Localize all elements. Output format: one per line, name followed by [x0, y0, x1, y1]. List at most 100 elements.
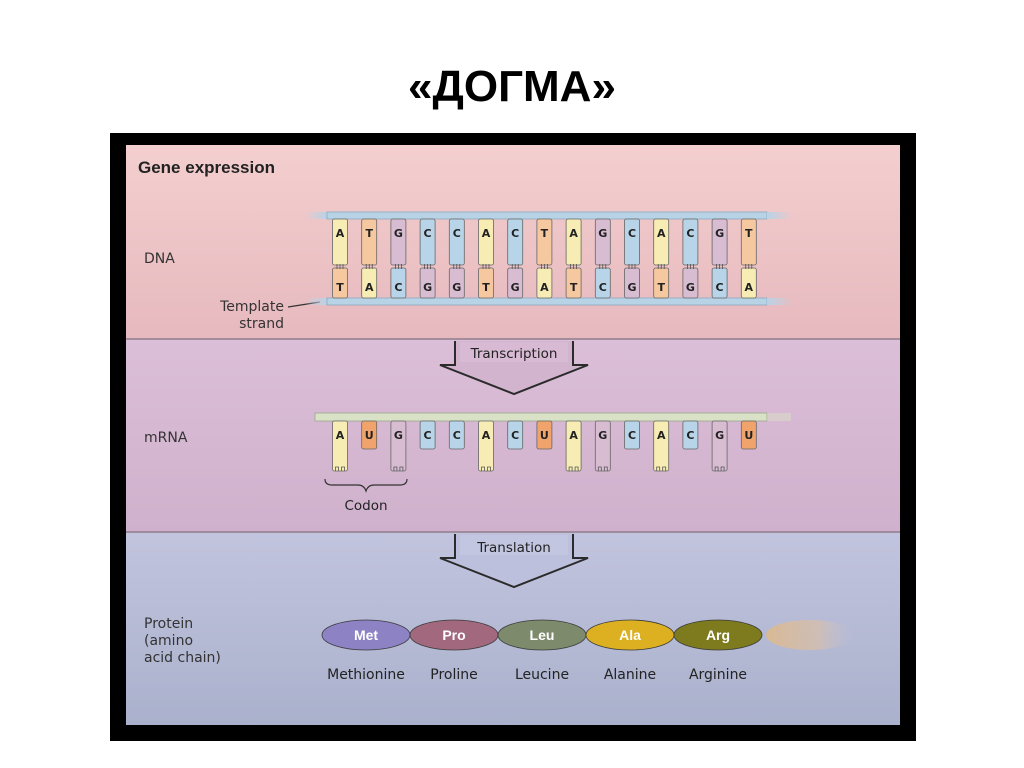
dna-coding-letter: T	[541, 227, 549, 240]
dna-coding-letter: C	[511, 227, 519, 240]
mrna-base-shape	[419, 420, 436, 450]
amino-acid-name: Arginine	[689, 667, 747, 683]
mrna-base-shape	[653, 420, 670, 472]
dna-coding-base	[594, 218, 611, 266]
mrna-base: A	[565, 420, 582, 472]
dna-template-letter: G	[511, 281, 520, 294]
dna-base-pair: AT	[565, 218, 582, 299]
dna-coding-letter: C	[424, 227, 432, 240]
dna-coding-base	[419, 218, 436, 266]
mrna-base: A	[653, 420, 670, 472]
amino-acid-abbr: Met	[354, 627, 378, 643]
dna-base-pair: CG	[682, 218, 699, 299]
mrna-base: C	[448, 420, 465, 450]
dna-template-letter: G	[686, 281, 695, 294]
dna-coding-letter: C	[686, 227, 694, 240]
dna-label: DNA	[144, 251, 175, 267]
dna-base-pair: CG	[624, 218, 640, 299]
amino-acid-name: Methionine	[327, 667, 405, 683]
slide-title: «ДОГМА»	[408, 62, 616, 111]
mrna-base-shape	[478, 420, 494, 472]
dna-coding-letter: C	[453, 227, 461, 240]
mrna-letter: G	[394, 429, 403, 442]
dna-template-letter: T	[336, 281, 344, 294]
mrna-base: C	[507, 420, 524, 450]
dna-coding-base	[448, 218, 465, 266]
dna-base-pair: AT	[478, 218, 494, 299]
dna-coding-letter: G	[598, 227, 607, 240]
codon-bracket	[324, 478, 408, 493]
dna-coding-base	[332, 218, 348, 266]
mrna-base-shape	[711, 420, 728, 472]
mrna-letter: C	[511, 429, 519, 442]
mrna-base-shape	[536, 420, 553, 450]
codon-label: Codon	[344, 498, 387, 514]
mrna-base-shape	[594, 420, 611, 472]
dna-coding-letter: A	[336, 227, 345, 240]
dna-base-pair: TA	[740, 218, 757, 299]
dna-base-pair: GC	[390, 218, 407, 299]
mrna-letter: A	[657, 429, 666, 442]
dna-template-letter: G	[627, 281, 636, 294]
dna-coding-base	[390, 218, 407, 266]
dna-base-pair: TA	[361, 218, 378, 299]
dna-template-letter: T	[570, 281, 578, 294]
mrna-base: G	[711, 420, 728, 472]
mrna-letter: C	[453, 429, 461, 442]
dna-template-letter: C	[716, 281, 724, 294]
mrna-letter: U	[365, 429, 374, 442]
mrna-base-shape	[361, 420, 378, 450]
amino-acid-abbr: Leu	[530, 627, 555, 643]
dna-template-letter: A	[540, 281, 549, 294]
dna-base-pair: AT	[653, 218, 670, 299]
dna-coding-letter: A	[569, 227, 578, 240]
dna-base-pair: AT	[332, 218, 348, 299]
dna-template-letter: T	[657, 281, 665, 294]
amino-acid-abbr: Arg	[706, 627, 730, 643]
mrna-base: U	[740, 420, 757, 450]
dna-coding-letter: T	[365, 227, 373, 240]
dna-base-pair: TA	[536, 218, 553, 299]
dna-coding-base	[682, 218, 699, 266]
mrna-base-shape	[740, 420, 757, 450]
transcription-label: Transcription	[470, 346, 558, 362]
translation-label-bg	[460, 535, 568, 555]
template-strand-label-line2: strand	[239, 316, 284, 332]
mrna-base: U	[536, 420, 553, 450]
mrna-letter: C	[628, 429, 636, 442]
chain-continuation	[766, 620, 854, 650]
amino-acid-abbr: Pro	[442, 627, 465, 643]
dna-coding-base	[653, 218, 670, 266]
mrna-base: C	[624, 420, 640, 450]
mrna-base: U	[361, 420, 378, 450]
dna-coding-letter: A	[482, 227, 491, 240]
dna-template-letter: G	[423, 281, 432, 294]
protein-label-line1: Protein	[144, 616, 193, 632]
amino-acid-name: Leucine	[515, 667, 569, 683]
gene-expression-diagram: Gene expression DNA Template strand ATTA…	[126, 145, 900, 725]
dna-template-letter: A	[365, 281, 374, 294]
protein-label-line3: acid chain)	[144, 650, 221, 666]
dna-template-letter: C	[599, 281, 607, 294]
amino-acid-chain: MetMethionineProProlineLeuLeucineAlaAlan…	[321, 619, 854, 683]
mrna-base-shape	[448, 420, 465, 450]
amino-acid-abbr: Ala	[619, 627, 641, 643]
dna-coding-letter: G	[394, 227, 403, 240]
mrna-letter: A	[336, 429, 345, 442]
mrna-base: G	[390, 420, 407, 472]
transcription-label-bg	[460, 342, 568, 362]
mrna-letter: G	[715, 429, 724, 442]
dna-coding-base	[740, 218, 757, 266]
dna-base-pair: GC	[711, 218, 728, 299]
mrna-base: A	[332, 420, 348, 472]
dna-base-pair: GC	[594, 218, 611, 299]
mrna-base-shape	[332, 420, 348, 472]
dna-coding-base	[565, 218, 582, 266]
